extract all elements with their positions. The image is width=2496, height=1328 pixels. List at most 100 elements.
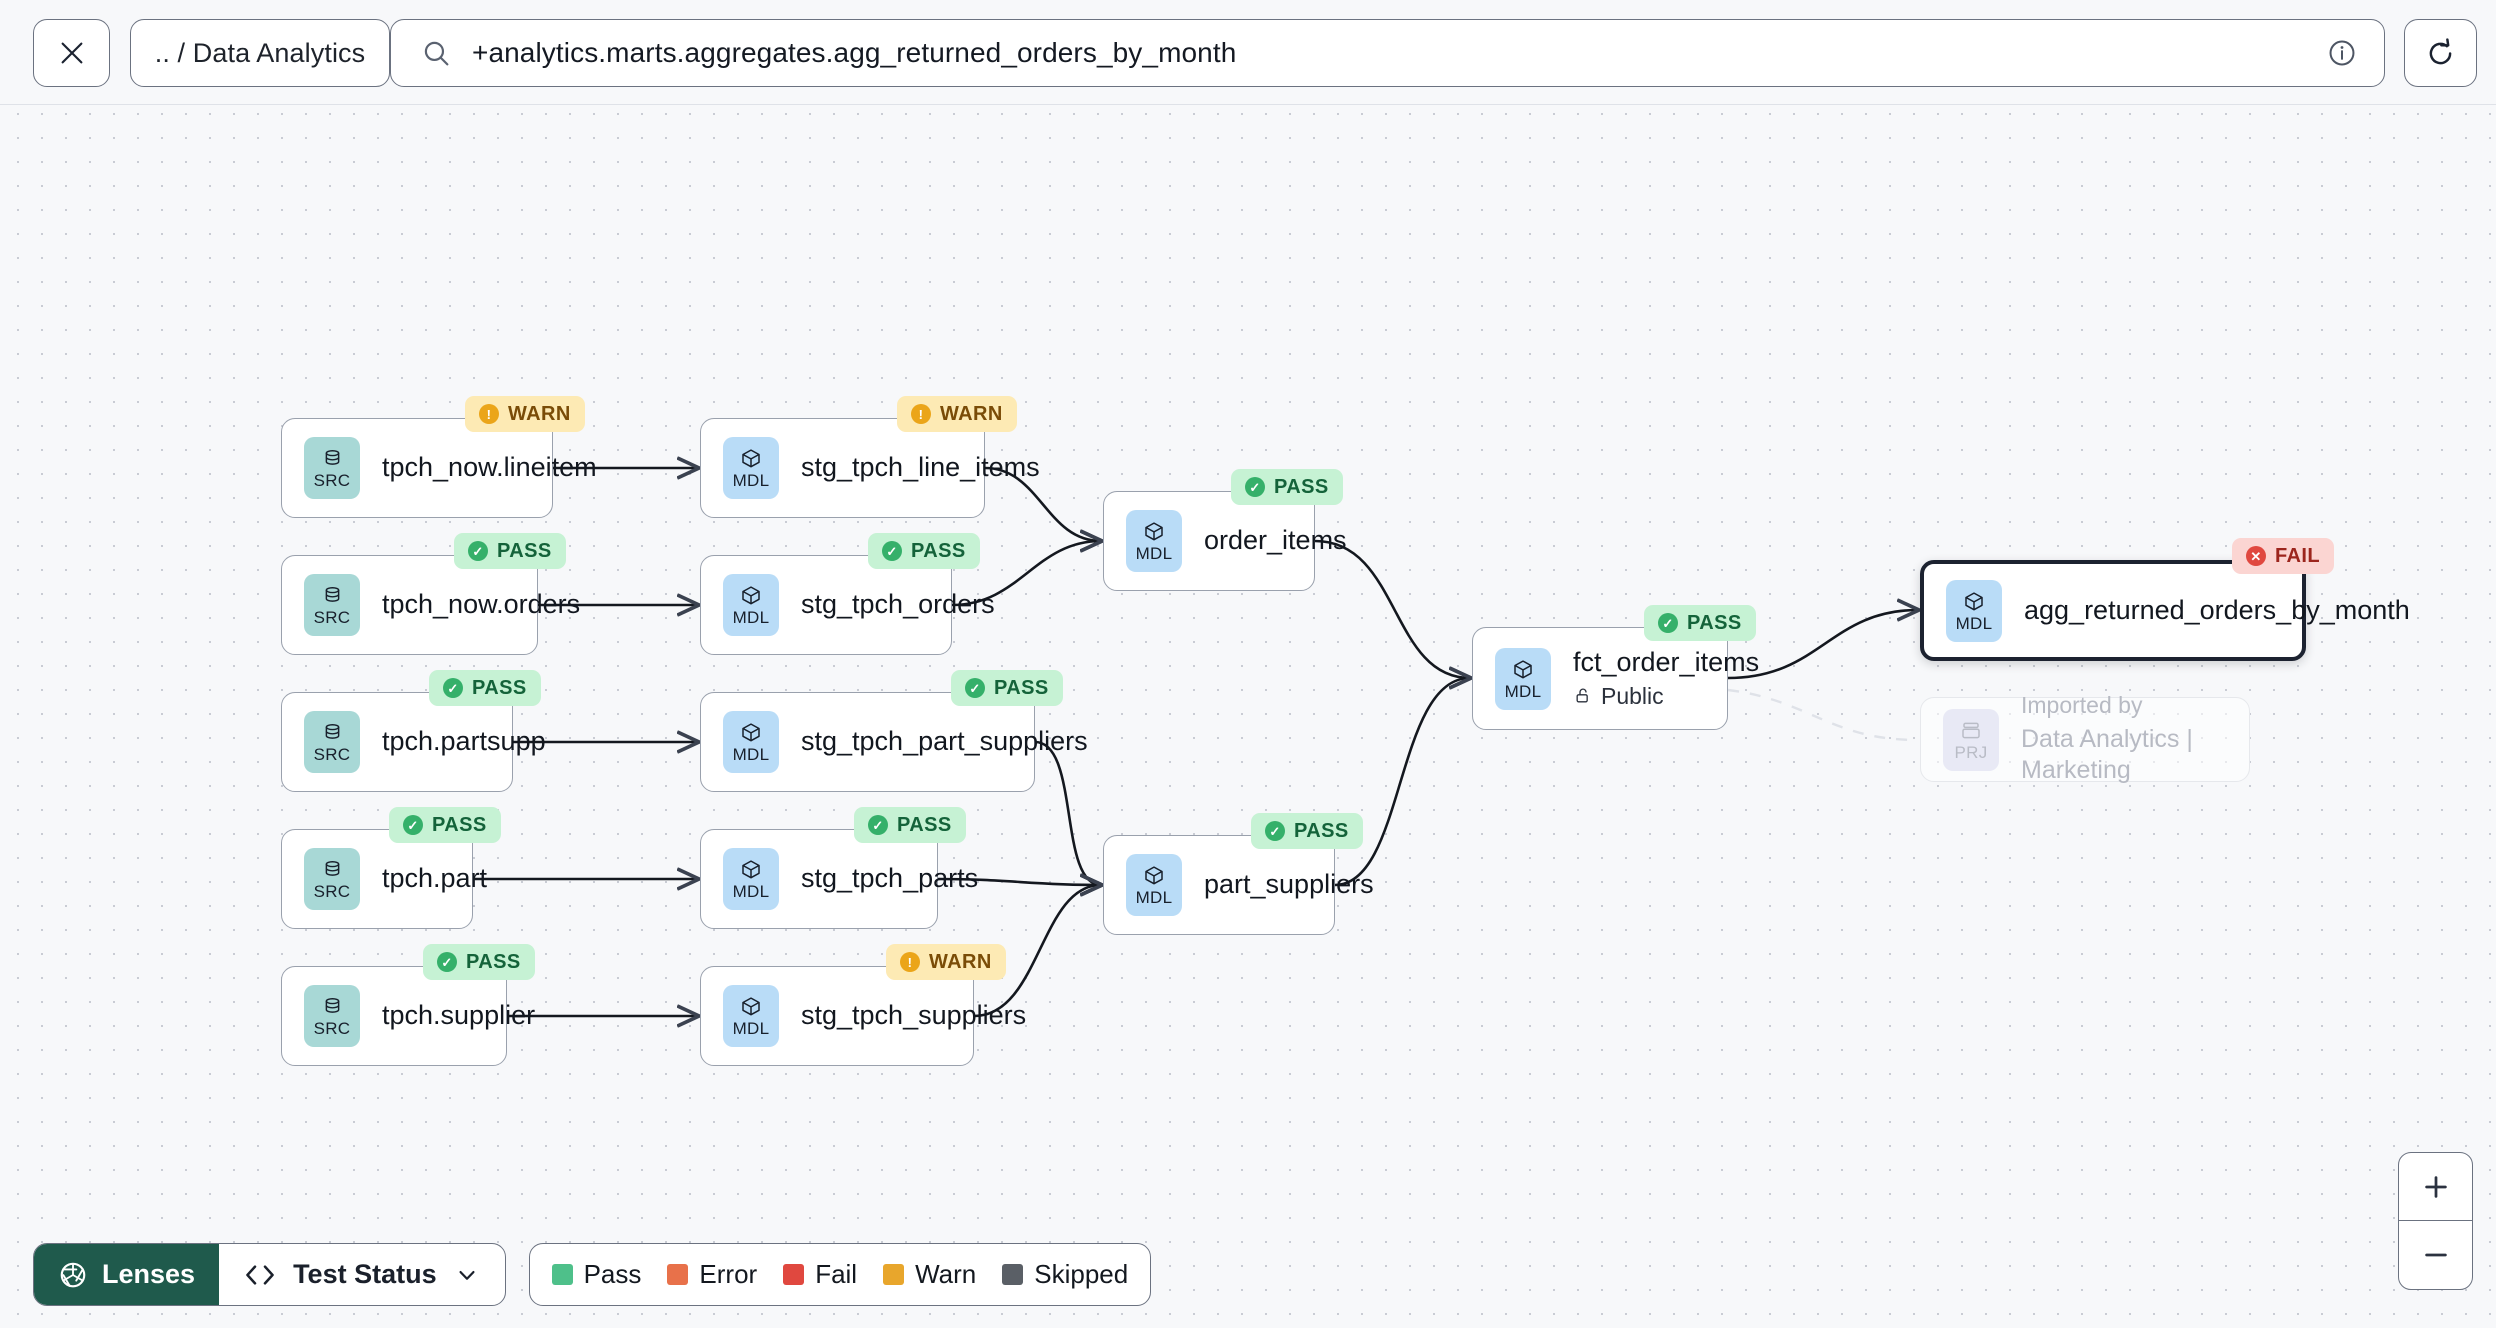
status-badge-pass[interactable]: ✓PASS	[854, 807, 966, 843]
search-input[interactable]: +analytics.marts.aggregates.agg_returned…	[390, 19, 2385, 87]
lineage-node-stg_tpch_line_items[interactable]: MDL stg_tpch_line_items	[700, 418, 1040, 518]
status-badge-label: PASS	[1687, 611, 1742, 634]
status-dot-icon: ✓	[1658, 613, 1678, 633]
legend-item-error[interactable]: Error	[667, 1259, 757, 1290]
node-title: stg_tpch_line_items	[801, 452, 1040, 483]
node-kind-badge-mdl: MDL	[723, 437, 779, 499]
legend-label: Fail	[815, 1259, 858, 1289]
node-text: stg_tpch_orders	[801, 589, 995, 620]
lenses-button[interactable]: Lenses	[34, 1244, 220, 1305]
node-title: stg_tpch_suppliers	[801, 1000, 1027, 1031]
node-kind-label: MDL	[732, 882, 770, 901]
status-badge-label: PASS	[472, 676, 527, 699]
node-kind-label: MDL	[732, 745, 770, 764]
node-kind-label: SRC	[313, 607, 351, 627]
legend-item-fail[interactable]: Fail	[783, 1259, 857, 1290]
refresh-button[interactable]	[2404, 19, 2477, 87]
node-text: stg_tpch_suppliers	[801, 1000, 1027, 1031]
status-badge-label: PASS	[1294, 819, 1349, 842]
chevron-down-icon	[459, 1270, 475, 1280]
status-badge-warn[interactable]: !WARN	[465, 396, 585, 432]
node-text: tpch.part	[382, 863, 487, 894]
node-text: stg_tpch_line_items	[801, 452, 1040, 483]
info-icon[interactable]	[2326, 37, 2358, 69]
status-badge-label: PASS	[911, 539, 966, 562]
status-dot-icon: ✓	[1265, 821, 1285, 841]
status-badge-label: PASS	[897, 813, 952, 836]
node-text: agg_returned_orders_by_month	[2024, 594, 2410, 626]
legend-item-pass[interactable]: Pass	[551, 1259, 641, 1290]
status-badge-pass[interactable]: ✓ PASS	[1644, 605, 1756, 641]
bottom-toolbar: Lenses Test Status Pass Error Fail Warn Skip…	[33, 1243, 1152, 1306]
status-dot-icon: ✓	[965, 678, 985, 698]
node-kind-label: MDL	[732, 608, 770, 627]
status-dot-icon: ✓	[437, 952, 457, 972]
node-visibility-label: Public	[1601, 682, 1664, 709]
lineage-node-stg_tpch_orders[interactable]: MDL stg_tpch_orders	[700, 555, 995, 655]
breadcrumb[interactable]: .. / Data Analytics	[130, 19, 390, 87]
node-kind-badge-prj: PRJ	[1943, 708, 1999, 771]
status-dot-icon: !	[911, 404, 931, 424]
node-text: stg_tpch_parts	[801, 863, 979, 894]
test-status-dropdown[interactable]: Test Status	[219, 1244, 505, 1305]
database-icon	[325, 997, 339, 1013]
node-title: stg_tpch_parts	[801, 863, 979, 894]
cube-icon	[742, 860, 760, 879]
lineage-node-stg_tpch_part_supp[interactable]: MDL stg_tpch_part_suppliers	[700, 692, 1088, 792]
search-icon	[424, 41, 449, 65]
status-dot-icon: ✓	[882, 541, 902, 561]
refresh-icon	[2429, 37, 2452, 64]
status-badge-warn[interactable]: !WARN	[897, 396, 1017, 432]
status-dot-icon: ✓	[403, 815, 423, 835]
lineage-node-tpch_now_orders[interactable]: SRC tpch_now.orders	[281, 555, 581, 655]
status-badge-pass[interactable]: ✓PASS	[429, 670, 541, 706]
node-title: stg_tpch_part_suppliers	[801, 726, 1088, 757]
node-visibility: Public	[1573, 683, 1727, 710]
database-icon	[325, 586, 339, 602]
cube-icon	[1965, 591, 1983, 610]
node-text: tpch_now.lineitem	[382, 452, 597, 483]
legend-item-warn[interactable]: Warn	[883, 1259, 976, 1290]
status-badge-pass[interactable]: ✓ PASS	[1251, 813, 1363, 849]
status-dot-icon: ✕	[2246, 546, 2266, 566]
status-badge-pass[interactable]: ✓ PASS	[389, 807, 501, 843]
status-badge-fail[interactable]: ✕FAIL	[2232, 538, 2334, 574]
close-button[interactable]	[33, 19, 110, 87]
zoom-out-button[interactable]	[2399, 1221, 2472, 1289]
node-imported-by-label: Imported by	[2021, 692, 2143, 719]
status-badge-pass[interactable]: ✓ PASS	[868, 533, 980, 569]
node-title: agg_returned_orders_by_month	[2024, 594, 2410, 625]
lineage-node-stg_tpch_parts[interactable]: MDL stg_tpch_parts	[700, 829, 979, 929]
node-text: order_items	[1204, 525, 1347, 556]
unlock-icon	[1576, 688, 1588, 703]
status-badge-pass[interactable]: ✓PASS	[454, 533, 566, 569]
lenses-group: Lenses Test Status	[33, 1243, 506, 1306]
lineage-node-order_items[interactable]: MDL order_items	[1103, 491, 1347, 591]
legend-label: Warn	[915, 1259, 977, 1289]
status-badge-pass[interactable]: ✓PASS	[423, 944, 535, 980]
status-badge-pass[interactable]: ✓PASS	[1231, 469, 1343, 505]
status-badge-label: PASS	[432, 813, 487, 836]
search-value: +analytics.marts.aggregates.agg_returned…	[472, 37, 1237, 68]
node-text: tpch.supplier	[382, 1000, 535, 1031]
status-dot-icon: ✓	[1245, 477, 1265, 497]
legend-item-skipped[interactable]: Skipped	[1002, 1259, 1128, 1290]
zoom-in-button[interactable]	[2399, 1153, 2472, 1221]
node-kind-label: MDL	[1135, 544, 1173, 563]
node-title: tpch_now.orders	[382, 589, 581, 620]
node-title: tpch_now.lineitem	[382, 452, 597, 483]
status-badge-warn[interactable]: !WARN	[886, 944, 1006, 980]
status-badge-label: PASS	[994, 676, 1049, 699]
status-badge-pass[interactable]: ✓ PASS	[951, 670, 1063, 706]
